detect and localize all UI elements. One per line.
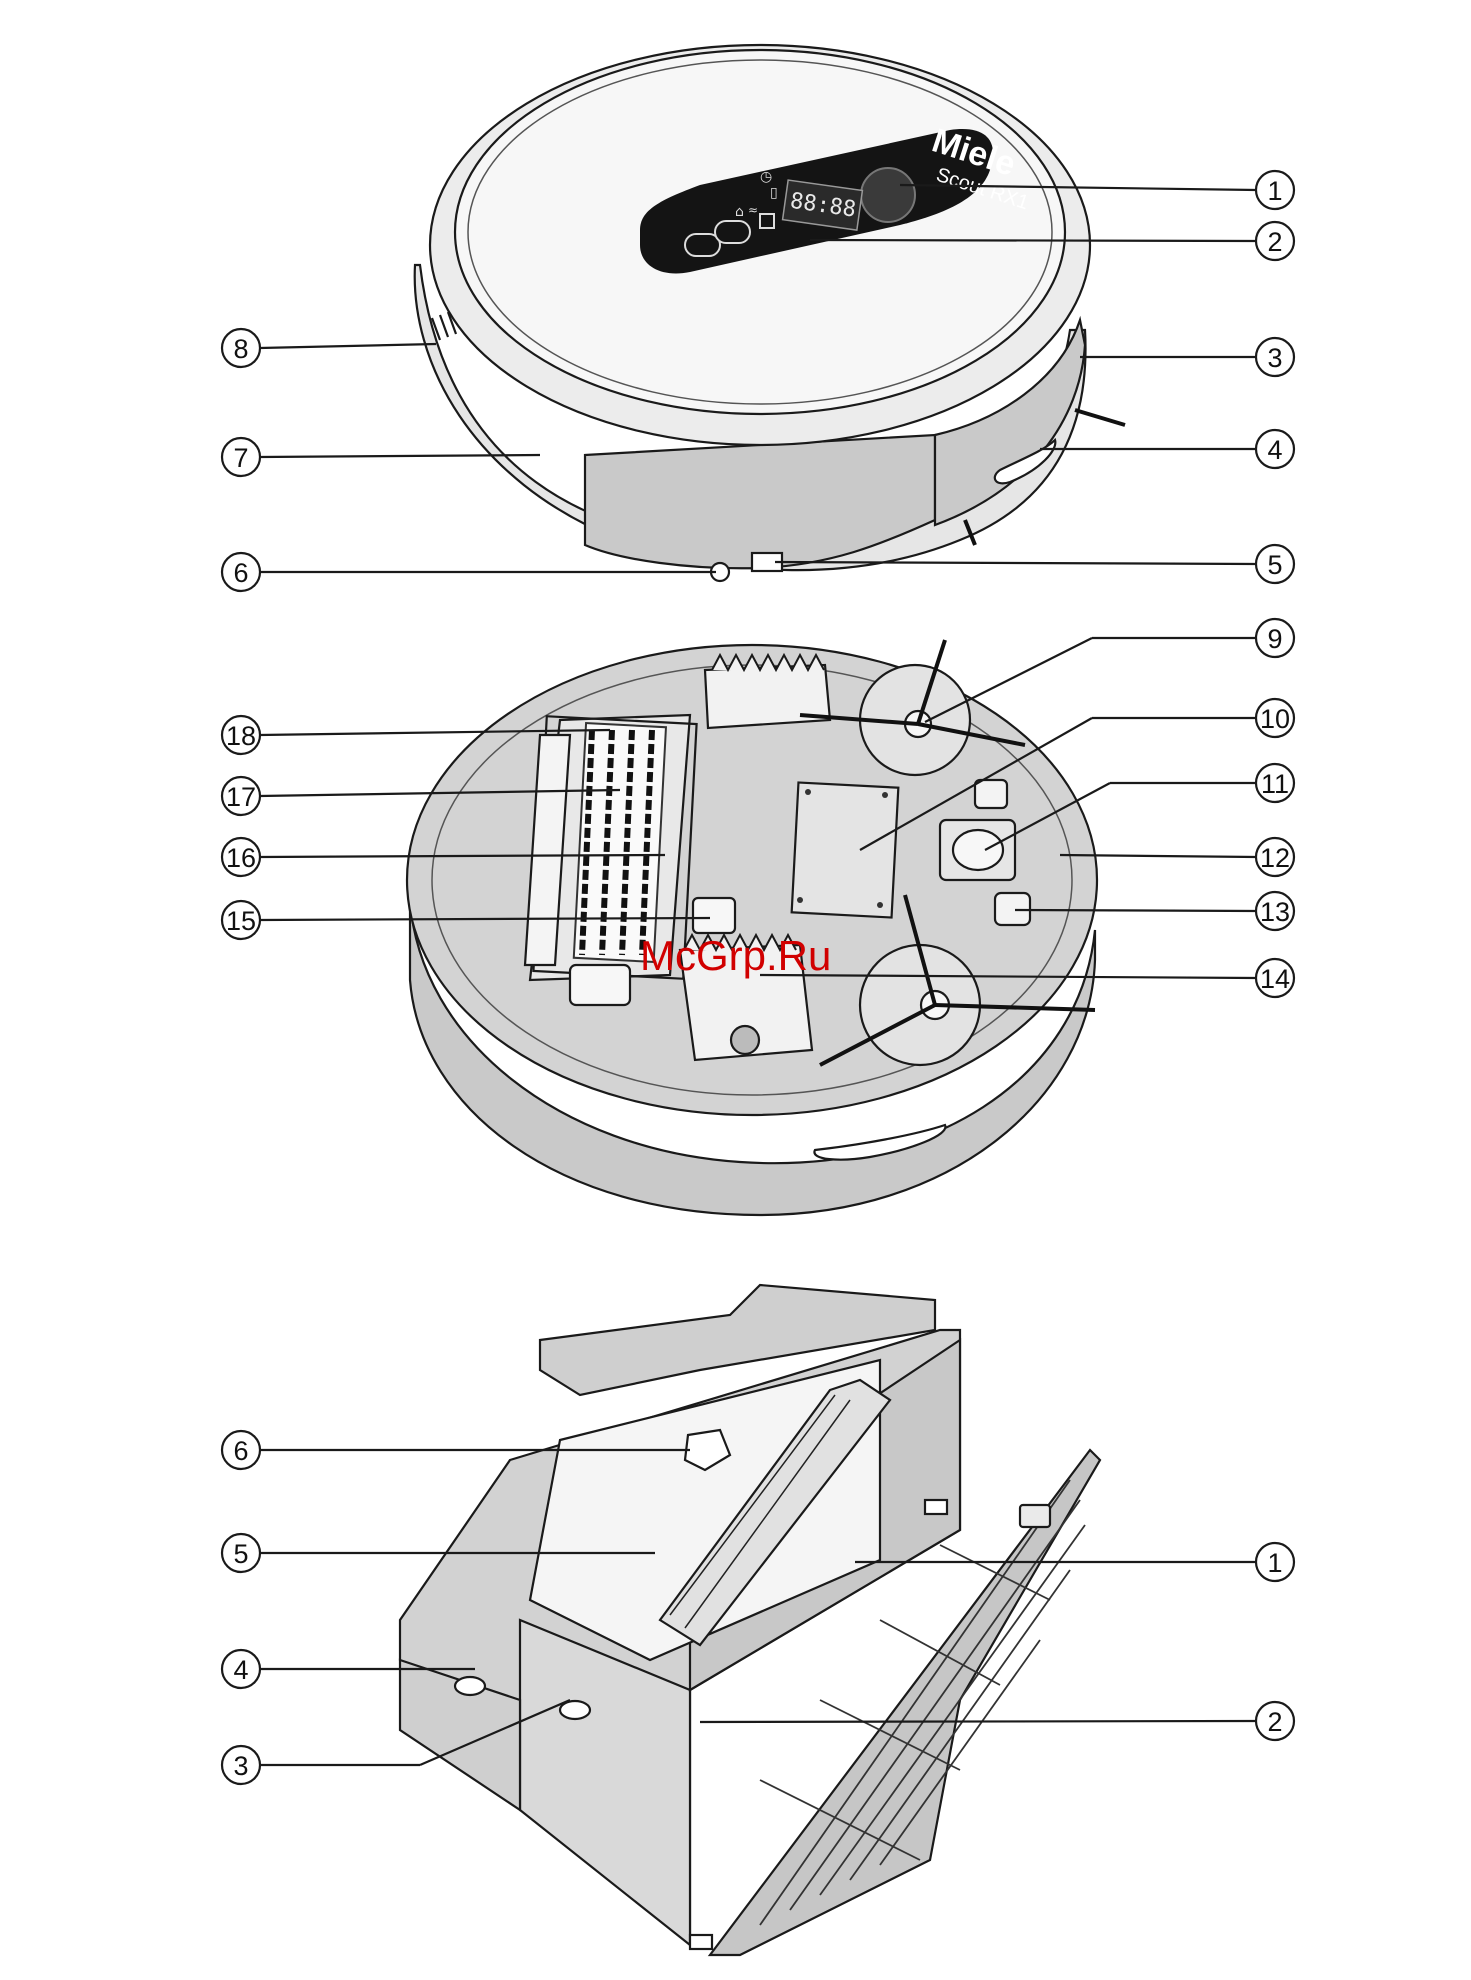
start-pause-button[interactable] — [685, 234, 720, 256]
svg-text:12: 12 — [1260, 843, 1290, 873]
main-brush-roll — [574, 723, 666, 962]
screw — [877, 902, 883, 908]
grip-recess-left — [455, 1677, 485, 1695]
wifi-icon: ≈ — [748, 203, 758, 217]
svg-text:2: 2 — [1267, 227, 1282, 257]
svg-text:3: 3 — [1267, 343, 1282, 373]
svg-text:11: 11 — [1261, 769, 1289, 799]
grip-recess-front — [560, 1701, 590, 1719]
svg-text:14: 14 — [1260, 964, 1290, 994]
svg-text:4: 4 — [1267, 435, 1282, 465]
screw — [805, 789, 811, 795]
svg-text:2: 2 — [1267, 1707, 1282, 1737]
svg-text:9: 9 — [1267, 624, 1282, 654]
callout-dust-2: 2 — [700, 1702, 1294, 1740]
svg-text:7: 7 — [233, 443, 248, 473]
battery-icon: ▯ — [770, 185, 778, 201]
hinge-pin — [690, 1935, 712, 1949]
drive-wheel-hub — [731, 1026, 759, 1054]
home-icon: ⌂ — [735, 204, 744, 220]
svg-text:13: 13 — [1260, 897, 1290, 927]
hinge-pin — [925, 1500, 947, 1514]
charging-plate — [693, 898, 735, 933]
svg-text:16: 16 — [226, 843, 256, 873]
control-dial[interactable] — [861, 168, 915, 222]
svg-text:18: 18 — [226, 721, 256, 751]
battery-cover — [792, 782, 899, 917]
svg-text:5: 5 — [233, 1539, 248, 1569]
callout-8: 8 — [222, 329, 436, 367]
callout-3: 3 — [1080, 338, 1294, 376]
svg-text:1: 1 — [1267, 176, 1282, 206]
mode-button[interactable] — [715, 221, 750, 243]
svg-text:10: 10 — [1260, 704, 1290, 734]
robot-top-view: Miele Scout RX1 88:88 ⌂ ▯ ◷ ≈ — [415, 45, 1125, 581]
svg-text:8: 8 — [233, 334, 248, 364]
svg-text:6: 6 — [233, 1436, 248, 1466]
svg-text:6: 6 — [233, 558, 248, 588]
watermark: McGrp.Ru — [640, 932, 831, 979]
dust-box-view — [400, 1285, 1100, 1955]
cliff-sensor-top — [975, 780, 1007, 808]
callout-4: 4 — [1040, 430, 1294, 468]
spot-button[interactable] — [760, 214, 774, 228]
door-latch[interactable] — [1020, 1505, 1050, 1527]
drive-wheel-top — [705, 665, 830, 728]
svg-text:3: 3 — [233, 1751, 248, 1781]
caster-wheel — [953, 830, 1003, 870]
dust-flap — [570, 965, 630, 1005]
screw — [882, 792, 888, 798]
svg-text:5: 5 — [1267, 550, 1282, 580]
svg-text:4: 4 — [233, 1655, 248, 1685]
robot-bottom-view — [407, 640, 1097, 1215]
svg-text:15: 15 — [226, 906, 256, 936]
svg-text:1: 1 — [1267, 1548, 1282, 1578]
timer-icon: ◷ — [760, 169, 772, 185]
svg-text:17: 17 — [226, 782, 256, 812]
screw — [797, 897, 803, 903]
